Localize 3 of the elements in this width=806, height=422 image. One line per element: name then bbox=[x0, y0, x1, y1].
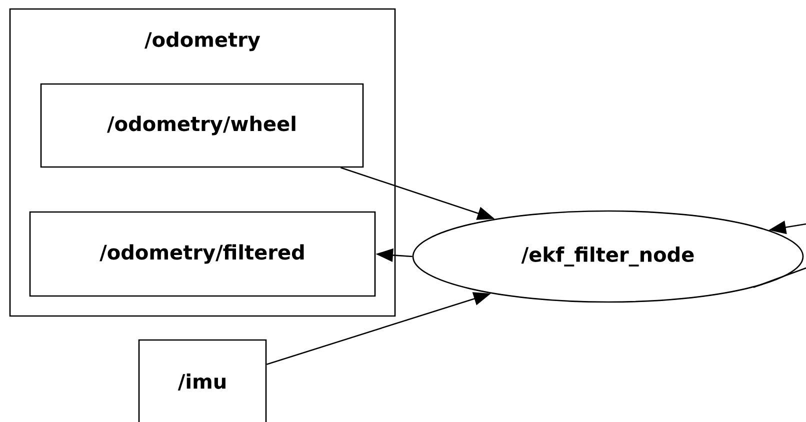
topic-box: /odometry/filtered bbox=[29, 211, 376, 297]
topic-box: /imu bbox=[138, 339, 267, 422]
topic-box: /odometry/wheel bbox=[40, 83, 364, 168]
